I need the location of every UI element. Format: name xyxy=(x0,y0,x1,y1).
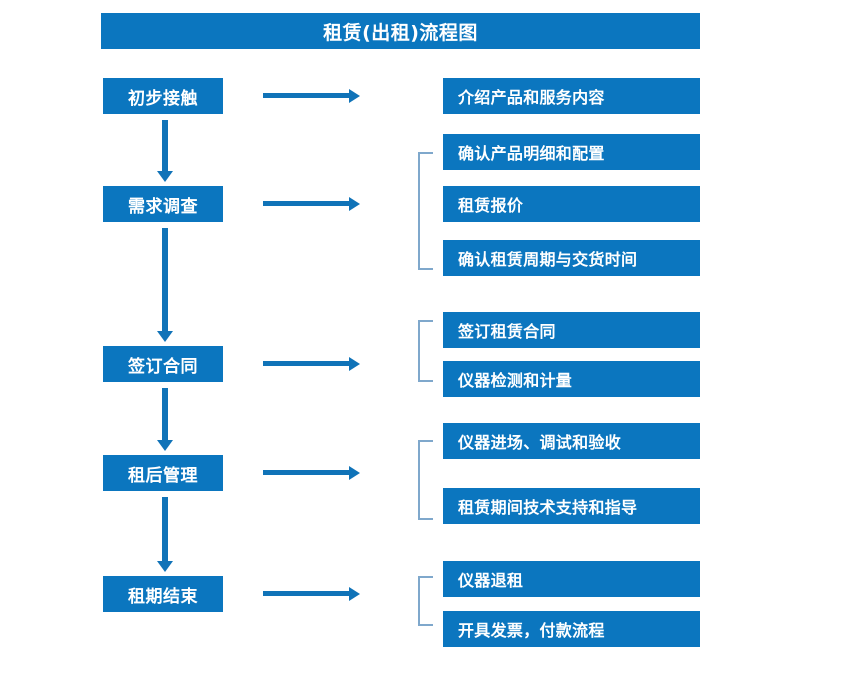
stage-to-detail-arrow-1 xyxy=(263,89,360,103)
detail-group-bracket-sign-contract xyxy=(418,320,433,382)
stage-flow-arrow-3 xyxy=(157,388,173,451)
stage-box-lease-end[interactable]: 租期结束 xyxy=(103,576,223,612)
detail-group-bracket-lease-end xyxy=(418,576,433,626)
detail-box-instrument-testing[interactable]: 仪器检测和计量 xyxy=(443,361,700,397)
stage-to-detail-arrow-5 xyxy=(263,587,360,601)
detail-box-introduce-products[interactable]: 介绍产品和服务内容 xyxy=(443,78,700,114)
stage-flow-arrow-2 xyxy=(157,228,173,342)
detail-group-bracket-post-rent-mgmt xyxy=(418,440,433,520)
detail-box-invoice-payment[interactable]: 开具发票，付款流程 xyxy=(443,611,700,647)
detail-box-sign-rental-contract[interactable]: 签订租赁合同 xyxy=(443,312,700,348)
page-title: 租赁(出租)流程图 xyxy=(101,13,700,49)
stage-to-detail-arrow-3 xyxy=(263,357,360,371)
detail-box-tech-support[interactable]: 租赁期间技术支持和指导 xyxy=(443,488,700,524)
stage-box-initial-contact[interactable]: 初步接触 xyxy=(103,78,223,114)
stage-to-detail-arrow-2 xyxy=(263,197,360,211)
stage-box-needs-survey[interactable]: 需求调查 xyxy=(103,186,223,222)
detail-box-instrument-entry[interactable]: 仪器进场、调试和验收 xyxy=(443,423,700,459)
detail-box-confirm-period[interactable]: 确认租赁周期与交货时间 xyxy=(443,240,700,276)
stage-flow-arrow-1 xyxy=(157,120,173,182)
detail-group-bracket-needs-survey xyxy=(418,152,433,270)
detail-box-confirm-spec[interactable]: 确认产品明细和配置 xyxy=(443,134,700,170)
stage-box-sign-contract[interactable]: 签订合同 xyxy=(103,346,223,382)
stage-flow-arrow-4 xyxy=(157,497,173,572)
stage-box-post-rent-mgmt[interactable]: 租后管理 xyxy=(103,455,223,491)
detail-box-rental-quote[interactable]: 租赁报价 xyxy=(443,186,700,222)
stage-to-detail-arrow-4 xyxy=(263,466,360,480)
detail-box-instrument-return[interactable]: 仪器退租 xyxy=(443,561,700,597)
